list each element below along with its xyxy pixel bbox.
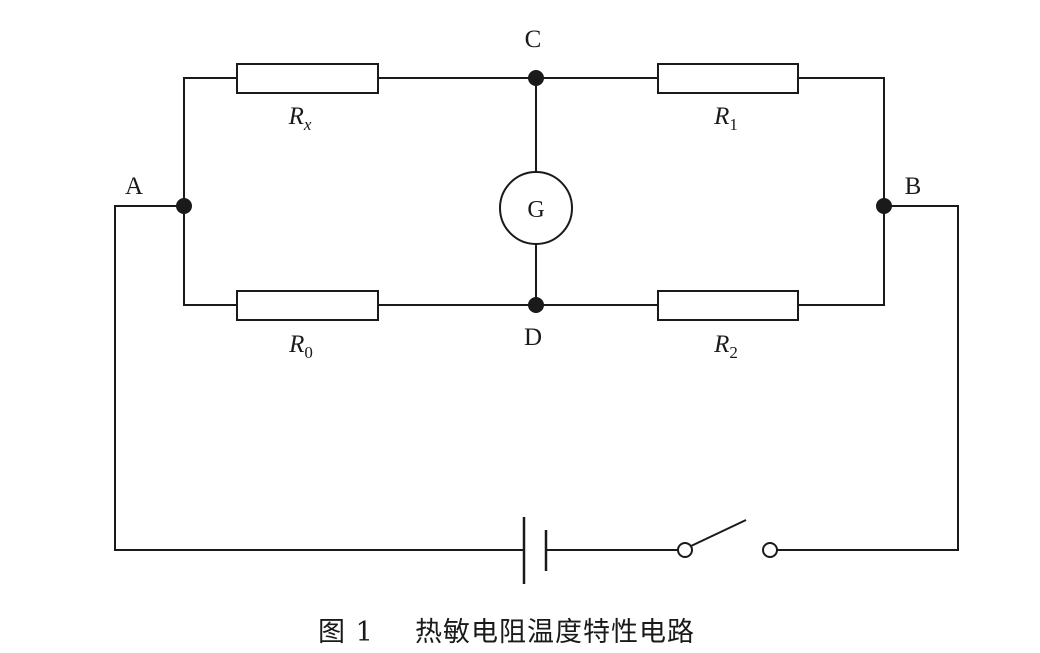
wire-r1-to-b bbox=[798, 77, 885, 206]
galvanometer-label: G bbox=[527, 197, 544, 223]
switch-terminal-left bbox=[677, 542, 693, 558]
resistor-label-r2-main: R bbox=[713, 331, 729, 358]
wire-switch-to-b bbox=[777, 205, 959, 551]
resistor-r2 bbox=[657, 290, 799, 321]
junction-c bbox=[528, 70, 544, 86]
resistor-label-r2: R2 bbox=[713, 331, 738, 362]
wires bbox=[114, 77, 959, 551]
resistor-label-r0-sub: 0 bbox=[304, 343, 313, 362]
junction-b bbox=[876, 198, 892, 214]
wire-a-outer bbox=[114, 205, 524, 551]
resistor-label-r1-sub: 1 bbox=[729, 115, 738, 134]
resistor-r0 bbox=[236, 290, 379, 321]
resistor-label-rx: Rx bbox=[288, 103, 312, 134]
resistor-label-r0: R0 bbox=[288, 331, 313, 362]
node-label-b: B bbox=[905, 173, 922, 200]
resistor-r1 bbox=[657, 63, 799, 94]
resistor-label-r2-sub: 2 bbox=[729, 343, 738, 362]
switch-lever bbox=[690, 519, 747, 547]
switch-terminal-right bbox=[762, 542, 778, 558]
resistor-label-rx-sub: x bbox=[303, 115, 312, 134]
resistor-label-rx-main: R bbox=[288, 103, 304, 130]
junction-d bbox=[528, 297, 544, 313]
wire-a-to-rx bbox=[183, 77, 237, 206]
resistor-label-r0-main: R bbox=[288, 331, 304, 358]
node-label-a: A bbox=[125, 173, 143, 200]
wire-r2-to-b bbox=[798, 206, 885, 306]
resistor-rx bbox=[236, 63, 379, 94]
galvanometer-symbol bbox=[499, 171, 573, 245]
resistor-label-r1-main: R bbox=[713, 103, 729, 130]
figure-caption-title: 热敏电阻温度特性电路 bbox=[415, 617, 695, 648]
figure-caption-number: 图 1 bbox=[318, 617, 374, 648]
resistor-label-r1: R1 bbox=[713, 103, 738, 134]
node-label-d: D bbox=[524, 324, 542, 351]
node-label-c: C bbox=[525, 26, 542, 53]
junction-a bbox=[176, 198, 192, 214]
wire-a-to-r0 bbox=[183, 206, 237, 306]
